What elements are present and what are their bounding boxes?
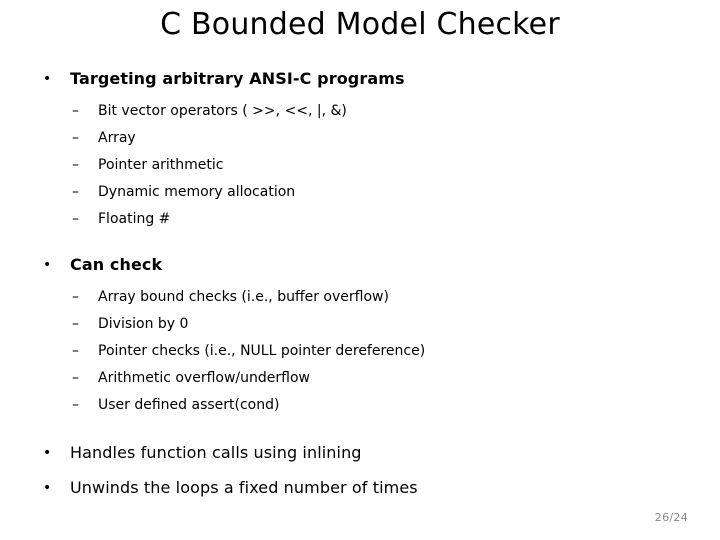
- bullet-dot-icon: •: [43, 445, 52, 461]
- bullet-label: Can check: [70, 255, 163, 274]
- sub-bullet-item: – Floating #: [36, 206, 684, 233]
- dash-icon: –: [72, 211, 79, 227]
- bullet-dot-icon: •: [43, 257, 52, 273]
- bullet-item-can-check: • Can check: [36, 254, 684, 276]
- bullet-label: Handles function calls using inlining: [70, 443, 362, 462]
- sub-bullet-label: Array: [98, 130, 136, 146]
- dash-icon: –: [72, 370, 79, 386]
- sub-bullet-item: – Dynamic memory allocation: [36, 179, 684, 206]
- sub-bullet-item: – Bit vector operators ( >>, <<, |, &): [36, 98, 684, 125]
- dash-icon: –: [72, 289, 79, 305]
- sub-bullet-label: Arithmetic overflow/underflow: [98, 370, 310, 386]
- dash-icon: –: [72, 130, 79, 146]
- sub-bullet-item: – Array bound checks (i.e., buffer overf…: [36, 284, 684, 311]
- dash-icon: –: [72, 397, 79, 413]
- page-number: 26/24: [654, 511, 688, 524]
- sub-bullet-item: – User defined assert(cond): [36, 392, 684, 419]
- bullet-dot-icon: •: [43, 71, 52, 87]
- sub-bullet-label: User defined assert(cond): [98, 397, 280, 413]
- sub-bullet-label: Dynamic memory allocation: [98, 184, 296, 200]
- bullet-label: Unwinds the loops a fixed number of time…: [70, 478, 418, 497]
- bullet-item-handles-function-calls: • Handles function calls using inlining: [36, 442, 684, 464]
- sub-bullet-item: – Division by 0: [36, 311, 684, 338]
- sub-bullet-item: – Array: [36, 125, 684, 152]
- bullet-item-targeting: • Targeting arbitrary ANSI-C programs: [36, 68, 684, 90]
- dash-icon: –: [72, 184, 79, 200]
- sub-bullet-item: – Pointer checks (i.e., NULL pointer der…: [36, 338, 684, 365]
- sub-bullet-list-can-check: – Array bound checks (i.e., buffer overf…: [36, 284, 684, 419]
- sub-bullet-label: Floating #: [98, 211, 171, 227]
- bullet-item-unwinds-loops: • Unwinds the loops a fixed number of ti…: [36, 477, 684, 499]
- dash-icon: –: [72, 103, 79, 119]
- sub-bullet-item: – Arithmetic overflow/underflow: [36, 365, 684, 392]
- sub-bullet-item: – Pointer arithmetic: [36, 152, 684, 179]
- dash-icon: –: [72, 343, 79, 359]
- dash-icon: –: [72, 316, 79, 332]
- bullet-label: Targeting arbitrary ANSI-C programs: [70, 69, 405, 88]
- bullet-dot-icon: •: [43, 480, 52, 496]
- sub-bullet-label: Division by 0: [98, 316, 189, 332]
- sub-bullet-label: Bit vector operators ( >>, <<, |, &): [98, 103, 347, 119]
- sub-bullet-label: Pointer arithmetic: [98, 157, 224, 173]
- dash-icon: –: [72, 157, 79, 173]
- sub-bullet-label: Pointer checks (i.e., NULL pointer deref…: [98, 343, 426, 359]
- sub-bullet-list-targeting: – Bit vector operators ( >>, <<, |, &) –…: [36, 98, 684, 233]
- page-title: C Bounded Model Checker: [160, 7, 560, 42]
- sub-bullet-label: Array bound checks (i.e., buffer overflo…: [98, 289, 389, 305]
- slide-body: • Targeting arbitrary ANSI-C programs – …: [36, 68, 684, 499]
